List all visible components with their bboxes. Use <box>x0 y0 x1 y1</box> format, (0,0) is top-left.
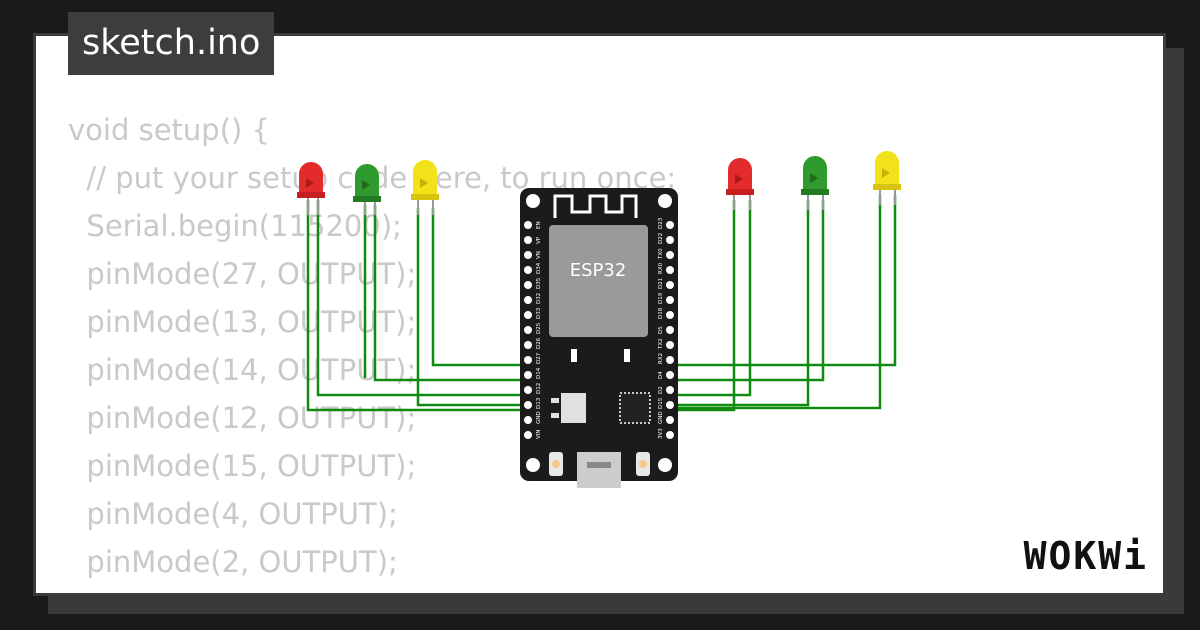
led-red-1 <box>297 162 325 215</box>
code-line: pinMode(2, OUTPUT); <box>68 545 398 579</box>
wire <box>670 195 897 367</box>
pin-label: 3V3 <box>658 428 664 439</box>
pin-label: D18 <box>658 307 664 319</box>
wire <box>670 200 736 412</box>
code-line: pinMode(14, OUTPUT); <box>68 353 417 387</box>
wires <box>306 195 897 412</box>
usb-port <box>577 452 621 488</box>
esp32-board: ESP32 EN VP <box>520 188 678 488</box>
pin-label: TX2 <box>658 338 664 350</box>
pin-label: D32 <box>536 293 542 304</box>
wire <box>373 205 528 382</box>
wire <box>670 195 882 410</box>
pin-label: VP <box>536 236 542 244</box>
pin-label: D25 <box>536 322 542 334</box>
wire <box>670 200 825 382</box>
pin-label: D4 <box>658 371 664 379</box>
pin-label: D35 <box>536 277 542 289</box>
wire <box>316 200 528 397</box>
pin-label: D15 <box>658 397 664 409</box>
pin-label: D23 <box>658 217 664 229</box>
pin-label: D33 <box>536 307 542 319</box>
pin-label: VIN <box>536 430 542 440</box>
wire <box>670 200 810 407</box>
pin-label: GND <box>658 411 664 424</box>
code-line: void setup() { <box>68 113 270 147</box>
chip-label: ESP32 <box>570 260 627 281</box>
pin-label: D14 <box>536 367 542 379</box>
pin-label: GND <box>536 411 542 424</box>
wokwi-logo: WOKWi <box>1023 534 1148 578</box>
wire <box>306 200 528 412</box>
code-preview: void setup() { // put your setup code he… <box>68 106 676 593</box>
led-green-2 <box>801 156 829 210</box>
file-tab[interactable]: sketch.ino <box>68 12 275 75</box>
code-line: pinMode(15, OUTPUT); <box>68 449 417 483</box>
led-red-2 <box>726 158 754 210</box>
pin-label: TX0 <box>658 248 664 260</box>
wire <box>670 200 752 397</box>
code-line: Serial.begin(115200); <box>68 209 402 243</box>
led-yellow-1 <box>411 160 439 215</box>
pin-label: D13 <box>536 397 542 409</box>
pin-label: D19 <box>658 292 664 304</box>
led-green-1 <box>353 164 381 215</box>
code-line: pinMode(4, OUTPUT); <box>68 497 398 531</box>
pin-label: RX0 <box>658 262 664 274</box>
pin-label: D12 <box>536 383 542 394</box>
code-line: pinMode(13, OUTPUT); <box>68 305 417 339</box>
pin-label: RX2 <box>658 353 664 364</box>
pin-label: D27 <box>536 352 542 364</box>
pin-label: D5 <box>658 326 664 334</box>
wire <box>431 208 528 367</box>
pin-label: EN <box>536 221 542 229</box>
pin-label: D34 <box>536 262 542 274</box>
esp32-chip <box>549 225 648 337</box>
pin-label: VN <box>536 251 542 259</box>
code-line: pinMode(12, OUTPUT); <box>68 401 417 435</box>
code-line: pinMode(27, OUTPUT); <box>68 257 417 291</box>
pin-label: D21 <box>658 278 664 289</box>
led-yellow-2 <box>873 151 901 205</box>
wire <box>416 208 528 407</box>
pin-label: D26 <box>536 337 542 349</box>
pin-label: D2 <box>658 386 664 394</box>
pin-label: D22 <box>658 233 664 244</box>
